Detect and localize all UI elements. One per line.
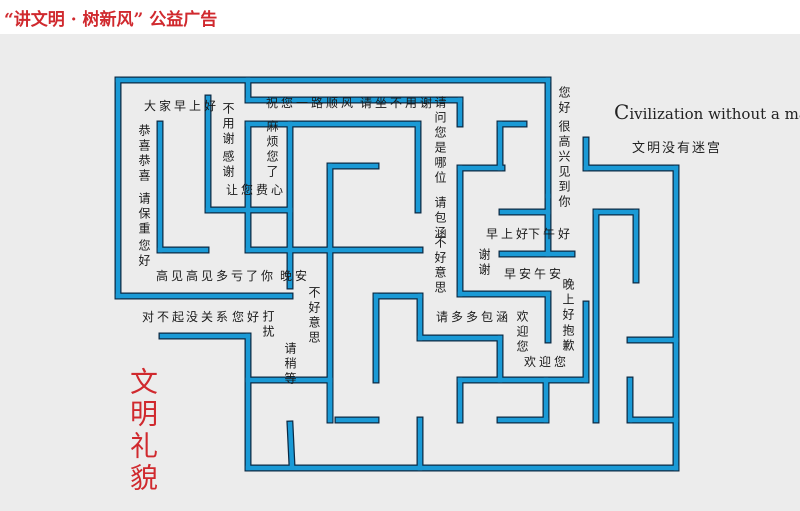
header-bar: “讲文明 · 树新风” 公益广告: [0, 0, 800, 34]
phrase-morning: 早安: [504, 267, 535, 281]
poster: Civilization without a maze 文明没有迷宫 文明礼貌 …: [0, 34, 800, 511]
phrase-welcome-vertical: 欢迎您: [515, 310, 529, 355]
phrase-no-thanks: 不用谢: [221, 102, 235, 147]
phrase-sorry: 对不起: [142, 310, 188, 324]
phrase-bon-voyage: 祝您一路顺风: [266, 96, 357, 110]
phrase-please-sit: 请坐: [360, 96, 391, 110]
phrase-thanks-trouble: 让您费心: [226, 183, 287, 197]
phrase-who-are-you: 请问您是哪位: [433, 96, 447, 186]
phrase-nice-to-meet: 很高兴见到你: [557, 120, 571, 210]
phrase-sorry-bother: 麻烦您了: [265, 120, 279, 180]
maze-graphic: [114, 76, 680, 472]
phrase-good-night: 晚安: [280, 269, 311, 283]
phrase-hello-bottom: 您好: [232, 310, 263, 324]
header-title: “讲文明 · 树新风” 公益广告: [4, 10, 218, 30]
phrase-good-evening: 晚上好: [561, 278, 575, 323]
phrase-thank-you: 谢谢: [477, 248, 491, 278]
brand-subtitle: 文明没有迷宫: [632, 141, 723, 156]
phrase-good-afternoon: 下午好: [528, 227, 574, 241]
phrase-hello-left: 您好: [137, 239, 151, 269]
phrase-thanks-to-you: 多亏了你: [216, 269, 277, 283]
brand-title-rest: ivilization without a maze: [629, 105, 800, 123]
phrase-thanks: 感谢: [221, 150, 235, 180]
maze-wall: [287, 421, 295, 469]
side-slogan: 文明礼貌: [126, 367, 159, 495]
phrase-brilliant: 高见高见: [156, 269, 217, 283]
phrase-hello-right: 您好: [557, 86, 571, 116]
phrase-take-care: 请保重: [137, 192, 151, 237]
phrase-disturb: 打扰: [261, 310, 275, 340]
phrase-apologies: 抱歉: [561, 324, 575, 354]
phrase-noon: 午安: [534, 267, 565, 281]
phrase-congrats: 恭喜恭喜: [137, 124, 151, 184]
phrase-please-forgive: 请包涵: [433, 196, 447, 241]
phrase-excuse-me-low: 不好意思: [307, 286, 321, 346]
phrase-excuse-me-mid: 不好意思: [433, 236, 447, 296]
phrase-welcome-horizontal: 欢迎您: [524, 355, 570, 369]
phrase-no-problem: 没关系: [186, 310, 232, 324]
phrase-no-thanks-top: 不用谢: [390, 96, 436, 110]
phrase-wait-moment: 请稍等: [283, 342, 297, 387]
phrase-good-morning-all: 大家早上好: [144, 99, 220, 113]
brand-title-initial: C: [614, 100, 630, 124]
brand-title: Civilization without a maze: [614, 100, 800, 124]
phrase-good-morning: 早上好: [486, 227, 532, 241]
phrase-please-bear-with: 请多多包涵: [436, 310, 512, 324]
